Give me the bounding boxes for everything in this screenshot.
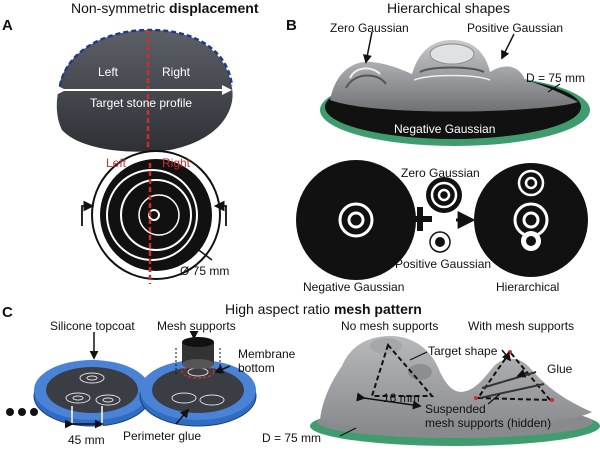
panel-c-title-bold: mesh pattern <box>333 301 422 317</box>
schematic-positive-gaussian-label: Positive Gaussian <box>395 257 492 271</box>
stone-profile-label: Target stone profile <box>90 96 193 110</box>
panel-letter-b: B <box>286 17 297 34</box>
stone-photo <box>56 28 234 152</box>
photo-zero-gaussian-label: Zero Gaussian <box>330 21 409 35</box>
hierarchical-photo <box>320 31 590 146</box>
mesh-stack-schematic <box>6 330 257 429</box>
schematic-right-label: Right <box>162 156 191 170</box>
schematic-diameter-label: Ø 75 mm <box>180 264 230 278</box>
schematic-left-label: Left <box>106 156 127 170</box>
perimeter-glue-label: Perimeter glue <box>123 429 202 443</box>
size-16mm-label: 16 mm <box>383 391 420 405</box>
size-45mm-label: 45 mm <box>68 433 105 447</box>
membrane-label-2: bottom <box>238 361 275 375</box>
silicone-topcoat-label: Silicone topcoat <box>50 319 135 333</box>
panel-letter-a: A <box>2 17 13 34</box>
photo-diameter-label: D = 75 mm <box>526 71 586 85</box>
schematic-hierarchical-label: Hierarchical <box>496 280 560 294</box>
displacement-schematic <box>81 150 227 284</box>
panel-a-title-bold: displacement <box>169 0 259 16</box>
stone-right-label: Right <box>162 65 191 79</box>
suspended-label-2: mesh supports (hidden) <box>425 416 552 430</box>
glue-label: Glue <box>547 362 573 376</box>
panel-a-title-prefix: Non-symmetric <box>71 0 170 16</box>
panel-a-title: Non-symmetric displacement <box>71 1 259 15</box>
panel-b-title: Hierarchical shapes <box>387 0 510 16</box>
schematic-zero-gaussian-label: Zero Gaussian <box>401 166 480 180</box>
suspended-label-1: Suspended <box>425 402 486 416</box>
no-mesh-supports-label: No mesh supports <box>341 319 439 333</box>
mesh-supports-label: Mesh supports <box>157 319 236 333</box>
membrane-label-1: Membrane <box>238 347 296 361</box>
panel-letter-c: C <box>2 304 13 321</box>
stone-left-label: Left <box>98 65 119 79</box>
hierarchical-schematic <box>296 160 588 280</box>
panel-c-title: High aspect ratio mesh pattern <box>225 302 422 316</box>
mesh-result-photo <box>310 336 600 446</box>
photo-negative-gaussian-label: Negative Gaussian <box>394 122 496 136</box>
photo-positive-gaussian-label: Positive Gaussian <box>467 21 564 35</box>
panel-c-title-prefix: High aspect ratio <box>225 301 334 317</box>
mesh-diameter-label: D = 75 mm <box>262 431 322 445</box>
schematic-negative-gaussian-label: Negative Gaussian <box>303 280 405 294</box>
target-shape-label: Target shape <box>428 344 498 358</box>
with-mesh-supports-label: With mesh supports <box>468 319 575 333</box>
